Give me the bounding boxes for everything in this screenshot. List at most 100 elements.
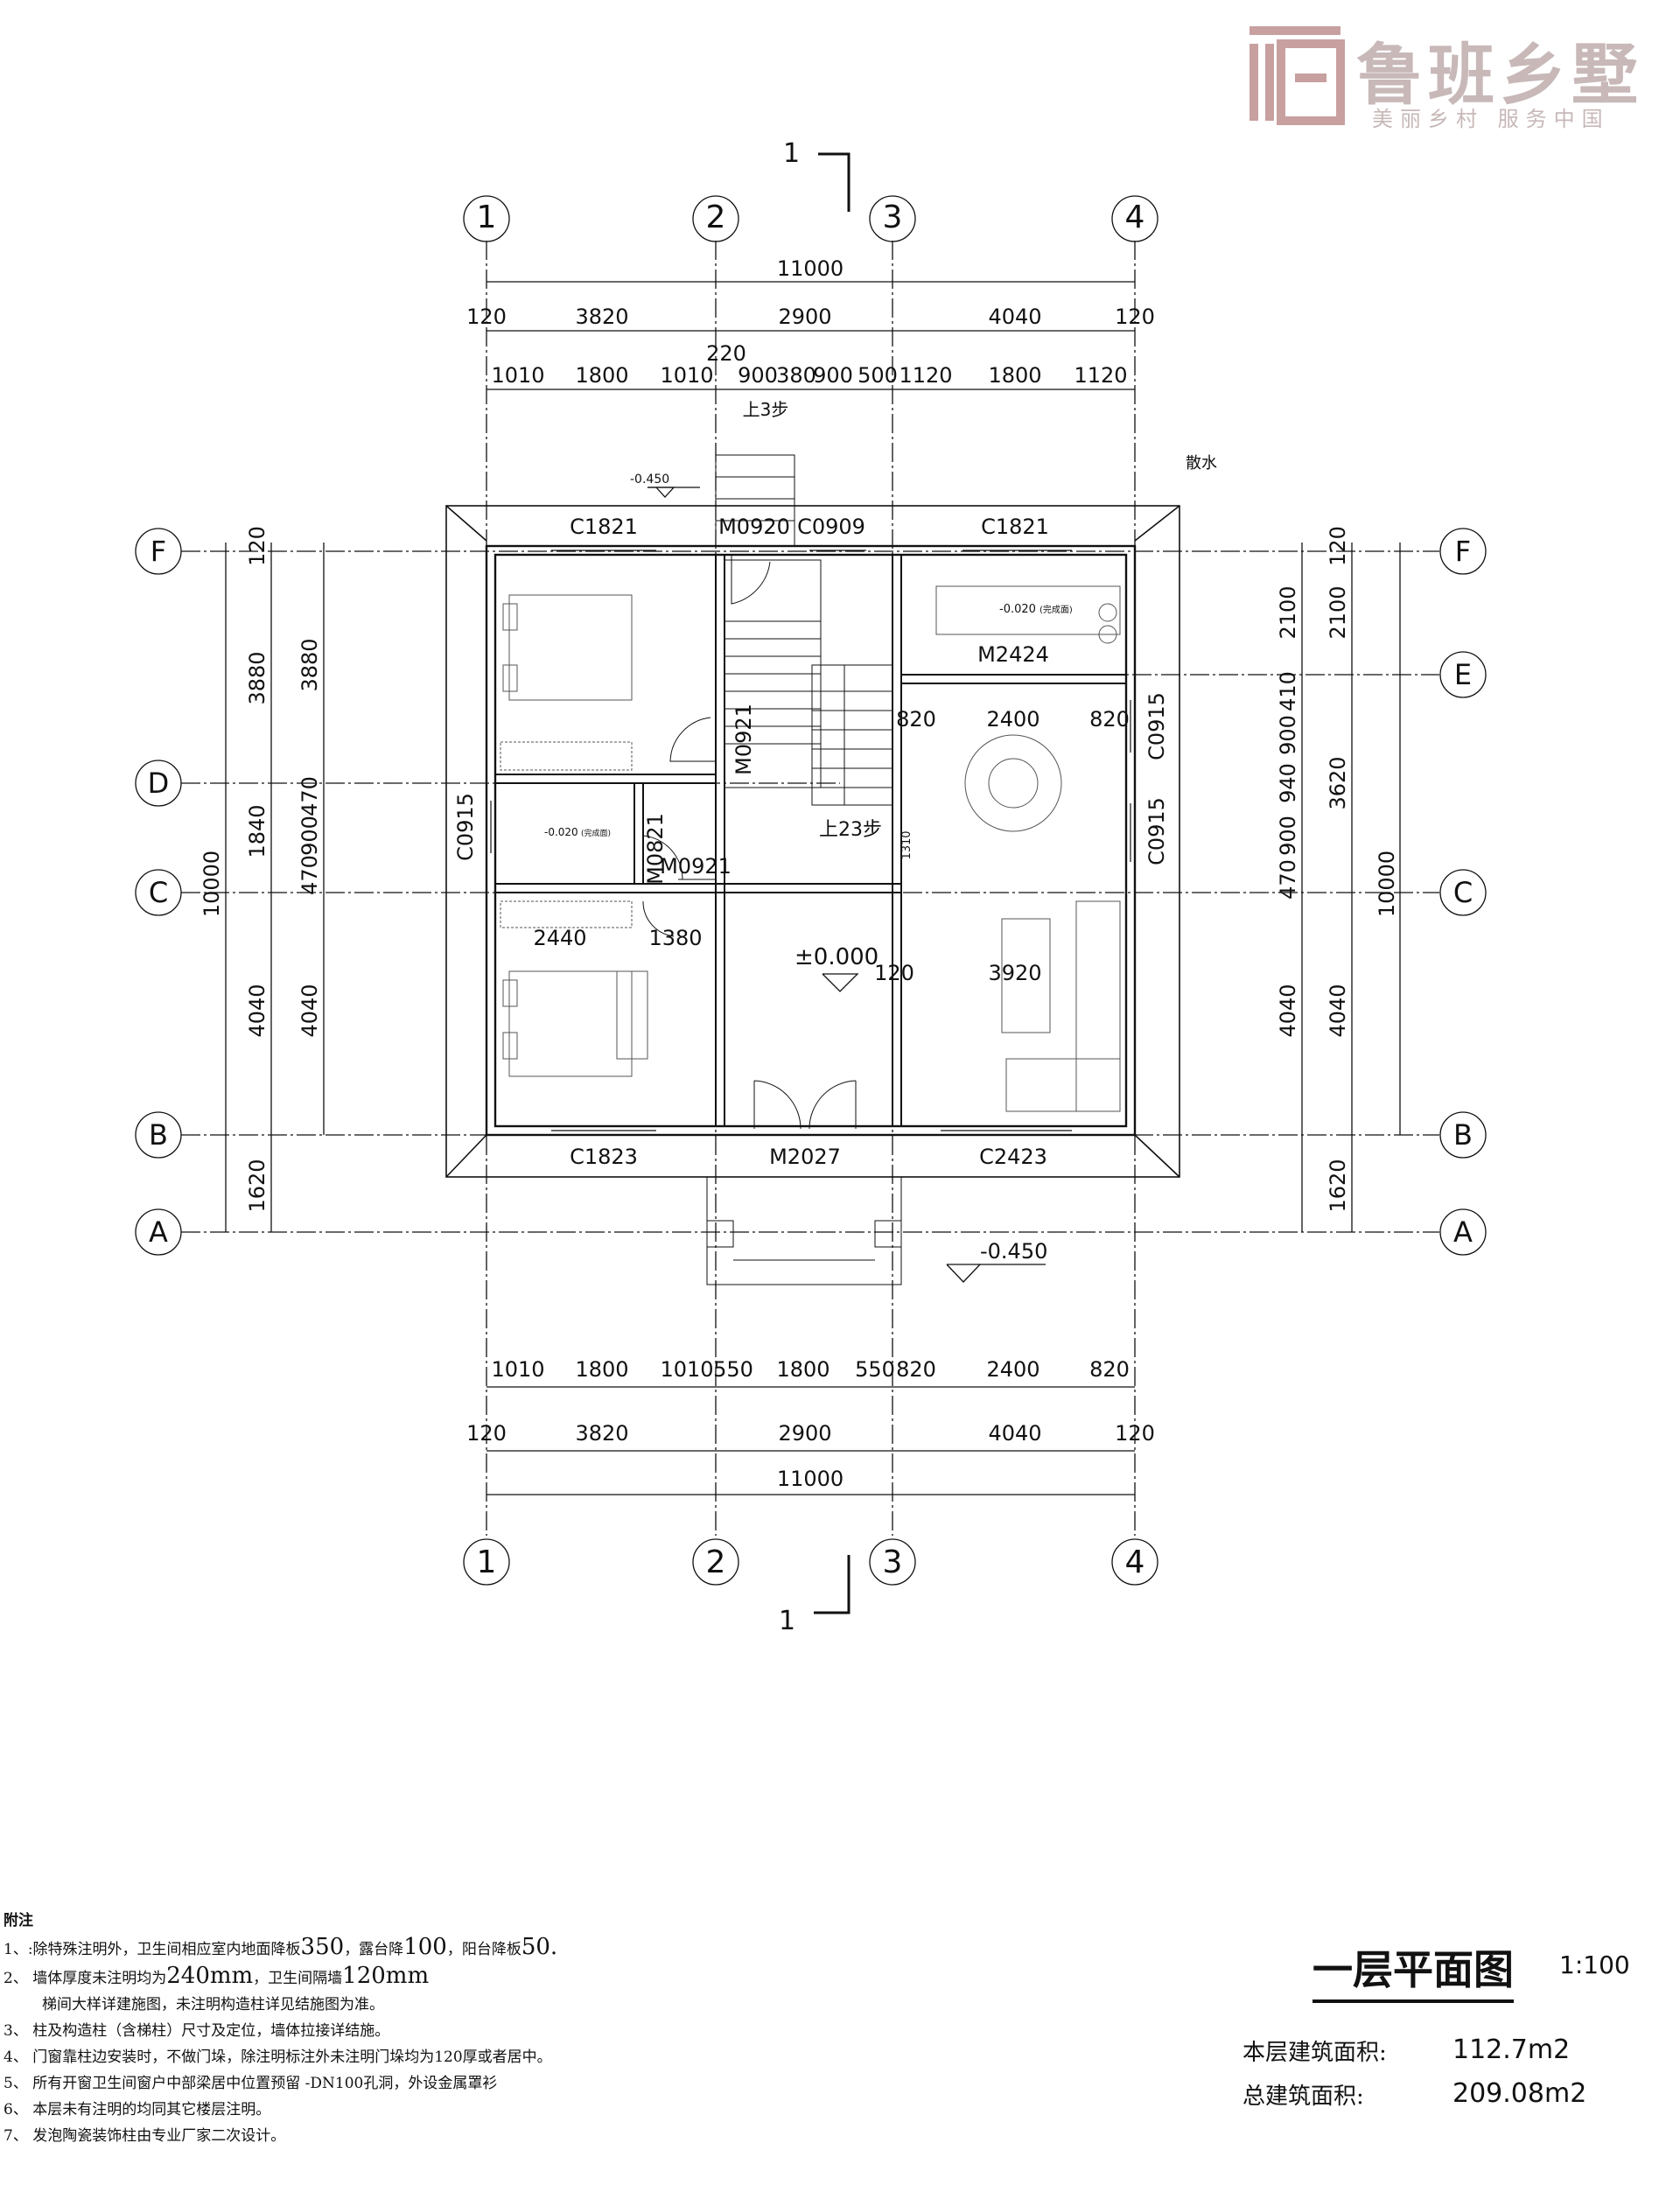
note-1: 1、:除特殊注明外，卫生间相应室内地面降板350，露台降100，阳台降板50.: [4, 1934, 558, 1960]
dim-left-s2-2: 900: [298, 816, 322, 856]
label-c0909: C0909: [797, 515, 865, 539]
notes-title: 附注: [4, 1912, 33, 1929]
dim-right-s2-0: 2100: [1276, 585, 1300, 639]
staircase: [706, 454, 902, 1285]
label-bath-note: (完成面): [581, 828, 611, 838]
label-m2027: M2027: [769, 1145, 841, 1169]
dim-right-s1-4: 1620: [1326, 1159, 1350, 1212]
doors: [642, 555, 857, 1130]
floor-area-label: 本层建筑面积:: [1242, 2040, 1387, 2066]
axis-label-B-right: B: [1453, 1118, 1473, 1152]
axis-label-D-left: D: [148, 767, 170, 800]
dim-bot-r1-0: 1010: [491, 1357, 544, 1382]
dim-top-r2-0: 120: [466, 305, 507, 329]
label-m0921-v: M0921: [732, 704, 756, 775]
dim-top-r3-3: 900: [738, 363, 778, 388]
dim-bot-r1-2: 1010: [660, 1357, 713, 1382]
dim-bot-total: 11000: [777, 1467, 844, 1491]
dim-right-s1-1: 2100: [1326, 585, 1350, 639]
dim-top-extra: 220: [706, 341, 746, 366]
label-c1821-left: C1821: [570, 515, 638, 539]
dim-left-s2-3: 470: [298, 855, 322, 895]
dim-top-r2-1: 3820: [575, 305, 628, 329]
label-elev-kitchen: -0.020: [999, 603, 1036, 616]
furniture: [500, 585, 1121, 1112]
axis-label-C-left: C: [149, 876, 168, 909]
dim-top-r3-5: 900: [813, 363, 853, 388]
dim-bot-r2-4: 120: [1115, 1421, 1155, 1446]
dim-left-s1-1: 3880: [245, 651, 270, 704]
dim-bot-r1-1: 1800: [575, 1357, 628, 1382]
label-stair-dim: 1310: [900, 830, 914, 859]
dim-bot-r1-4: 1800: [776, 1357, 830, 1382]
dim-bot-r2-1: 3820: [575, 1421, 628, 1446]
note-5: 5、 所有开窗卫生间窗户中部梁居中位置预留 -DN100孔洞，外设金属罩衫: [4, 2075, 498, 2092]
drawing-title-block: 一层平面图 1:100: [1312, 1938, 1662, 2003]
total-area-value: 209.08m2: [1452, 2078, 1587, 2109]
label-dining-dim-2: 820: [1089, 707, 1130, 732]
dim-left-s1-3: 4040: [245, 984, 270, 1037]
dim-right-s2-1: 410: [1276, 671, 1300, 711]
dim-bot-r1-3: 550: [713, 1357, 753, 1382]
dim-bot-r1-8: 820: [1089, 1357, 1130, 1382]
dim-top-r3-9: 1120: [1074, 363, 1127, 388]
axis-label-A-right: A: [1453, 1215, 1473, 1249]
label-bed2-dim-0: 2440: [533, 926, 586, 950]
interior-walls: [495, 555, 1126, 1126]
dim-top-r2-2: 2900: [778, 305, 831, 329]
label-c2423: C2423: [979, 1145, 1047, 1169]
label-m0921-h: M0921: [660, 854, 732, 879]
dim-right-s2-4: 900: [1276, 816, 1300, 856]
label-sanshui: 散水: [1186, 454, 1217, 473]
label-bed2-dim-1: 1380: [648, 926, 702, 950]
label-m0920: M0920: [718, 515, 790, 539]
dim-top-r3-0: 1010: [491, 363, 544, 388]
note-6: 6、 本层未有注明的均同其它楼层注明。: [4, 2101, 271, 2118]
label-up3: 上3步: [743, 399, 789, 420]
dim-bot-r2-3: 4040: [988, 1421, 1041, 1446]
dim-left-s1-4: 1620: [245, 1159, 270, 1212]
dim-right-s1-0: 120: [1326, 526, 1350, 566]
logo-mark-icon: [1250, 26, 1345, 125]
label-c0915-r2: C0915: [1144, 797, 1169, 865]
label-living-dim-0: 120: [874, 961, 914, 985]
windows: [486, 545, 1136, 1136]
dim-top-r3-4: 380: [776, 363, 816, 388]
dim-right-outer: 10000: [1375, 851, 1399, 917]
label-up23: 上23步: [819, 819, 882, 841]
dim-right-s1-2: 3620: [1326, 756, 1350, 809]
logo-name: 鲁班乡墅: [1356, 36, 1643, 114]
label-c0915-left: C0915: [453, 793, 478, 861]
dim-top-r2-3: 4040: [988, 305, 1041, 329]
dim-right-s2-5: 470: [1276, 859, 1300, 900]
dim-bot-r2-2: 2900: [778, 1421, 831, 1446]
dim-left-s2-1: 470: [298, 776, 322, 816]
axis-label-F-left: F: [150, 535, 166, 568]
axis-label-A-left: A: [149, 1215, 168, 1249]
dim-top-total: 11000: [777, 256, 844, 281]
dim-top-r3-8: 1800: [988, 363, 1041, 388]
axis-label-E-right: E: [1454, 658, 1472, 691]
dim-right-s2-2: 900: [1276, 715, 1300, 755]
dim-left-outer: 10000: [200, 851, 224, 917]
label-c1823: C1823: [570, 1145, 638, 1169]
axis-label-1-top: 1: [477, 200, 497, 235]
drawing-scale: 1:100: [1559, 1950, 1630, 1979]
label-kitchen-note: (完成面): [1040, 604, 1073, 615]
dim-left-s2-0: 3880: [298, 638, 322, 691]
label-elev-main: ±0.000: [794, 944, 878, 970]
total-area-label: 总建筑面积:: [1242, 2083, 1364, 2110]
note-2-cont: 梯间大样详建施图，未注明构造柱详见结施图为准。: [42, 1996, 384, 2013]
floor-area-value: 112.7m2: [1452, 2034, 1571, 2065]
axis-label-B-left: B: [149, 1118, 168, 1152]
dim-left-s1-2: 1840: [245, 804, 270, 858]
dim-left-s1-0: 120: [245, 526, 270, 566]
label-dining-dim-0: 820: [896, 707, 936, 732]
axis-label-F-right: F: [1455, 535, 1471, 568]
label-dining-dim-1: 2400: [986, 707, 1040, 732]
axis-lines-vertical: [486, 241, 1136, 1536]
dim-top-r3-6: 500: [858, 363, 898, 388]
label-m0821: M0821: [643, 813, 668, 885]
dim-top-r3-2: 1010: [660, 363, 713, 388]
note-2: 2、 墙体厚度未注明均为240mm，卫生间隔墙120mm: [4, 1963, 430, 1989]
